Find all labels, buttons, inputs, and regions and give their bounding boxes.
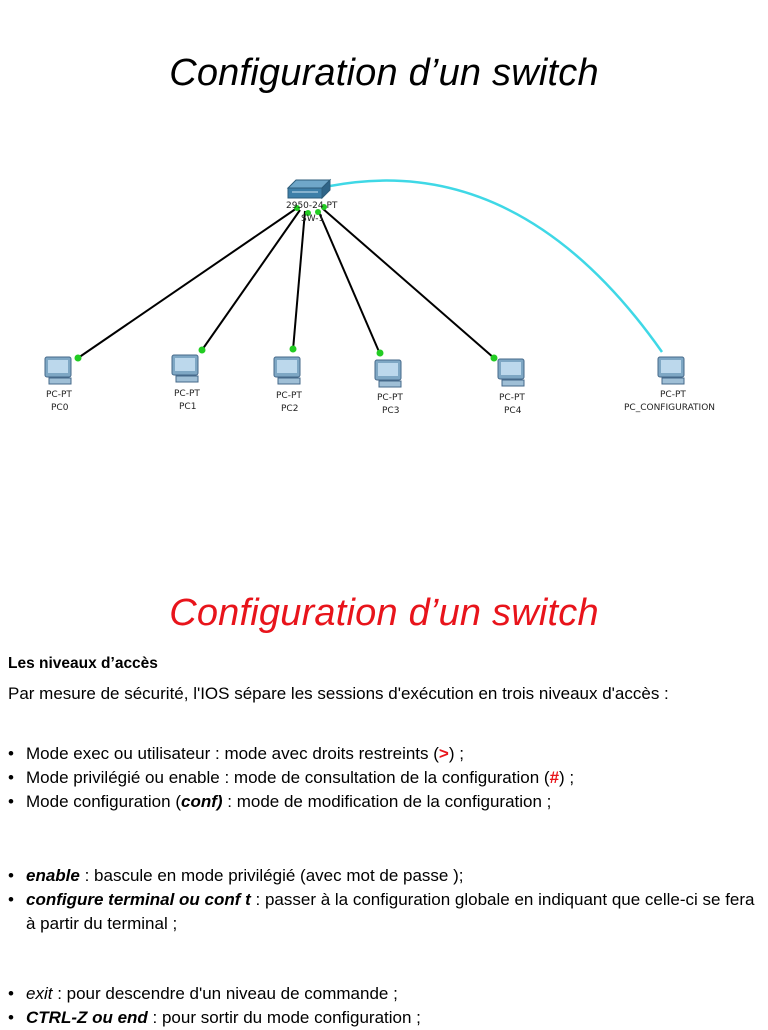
slide-title: Configuration d’un switch — [169, 592, 599, 634]
list-item: Mode privilégié ou enable : mode de cons… — [8, 766, 574, 790]
pc-name-label: PC1 — [179, 402, 196, 412]
network-topology-diagram: 2950-24 PT SW-1 PC-PT PC0 PC-PT PC1 PC-P… — [44, 178, 715, 416]
switch-model-label: 2950-24 PT — [286, 201, 338, 211]
list-item: Mode configuration (conf) : mode de modi… — [8, 790, 574, 814]
commands-list: enable : bascule en mode privilégié (ave… — [8, 864, 761, 936]
access-modes-list: Mode exec ou utilisateur : mode avec dro… — [8, 742, 574, 814]
pc-name-label: PC_CONFIGURATION — [624, 403, 715, 413]
port-led — [198, 346, 206, 354]
pc-type-label: PC-PT — [377, 393, 403, 403]
port-led — [490, 354, 498, 362]
list-item: Mode exec ou utilisateur : mode avec dro… — [8, 742, 574, 766]
console-link — [329, 179, 664, 353]
switch-name-label: SW-1 — [301, 214, 324, 224]
pc-name-label: PC4 — [504, 406, 522, 416]
pc-icon[interactable] — [497, 358, 525, 387]
intro-paragraph: Par mesure de sécurité, l'IOS sépare les… — [8, 684, 669, 703]
port-led — [74, 354, 82, 362]
link-pc4 — [321, 207, 495, 359]
pc-type-label: PC-PT — [499, 393, 525, 403]
link-pc0 — [77, 207, 298, 359]
port-led — [305, 210, 311, 216]
port-led — [376, 349, 384, 357]
list-item: enable : bascule en mode privilégié (ave… — [8, 864, 761, 888]
pc-name-label: PC3 — [382, 406, 399, 416]
port-led — [321, 204, 327, 210]
pc-type-label: PC-PT — [46, 390, 72, 400]
pc-icon[interactable] — [44, 356, 72, 385]
pc-name-label: PC2 — [281, 404, 298, 414]
slide-title: Configuration d’un switch — [169, 52, 599, 94]
link-pc3 — [317, 209, 381, 355]
pc-icon[interactable] — [171, 354, 199, 383]
pc-type-label: PC-PT — [660, 390, 686, 400]
pc-icon[interactable] — [273, 356, 301, 385]
port-led — [289, 345, 297, 353]
list-item: configure terminal ou conf t : passer à … — [8, 888, 761, 936]
port-led — [294, 205, 300, 211]
port-led — [315, 209, 321, 215]
exit-commands-list: exit : pour descendre d'un niveau de com… — [8, 982, 421, 1030]
list-item: CTRL-Z ou end : pour sortir du mode conf… — [8, 1006, 421, 1030]
list-item: exit : pour descendre d'un niveau de com… — [8, 982, 421, 1006]
pc-icon[interactable] — [657, 356, 685, 385]
link-pc1 — [201, 209, 301, 351]
slide-network-topology: Configuration d’un switch 2950-24 PT SW-… — [0, 0, 768, 512]
switch-icon[interactable] — [286, 178, 332, 200]
section-heading: Les niveaux d’accès — [8, 655, 158, 672]
slide-access-levels: Configuration d’un switch Les niveaux d’… — [0, 512, 768, 1030]
pc-type-label: PC-PT — [174, 389, 200, 399]
link-pc2 — [292, 210, 306, 351]
pc-icon[interactable] — [374, 359, 402, 388]
pc-type-label: PC-PT — [276, 391, 302, 401]
pc-name-label: PC0 — [51, 403, 69, 413]
